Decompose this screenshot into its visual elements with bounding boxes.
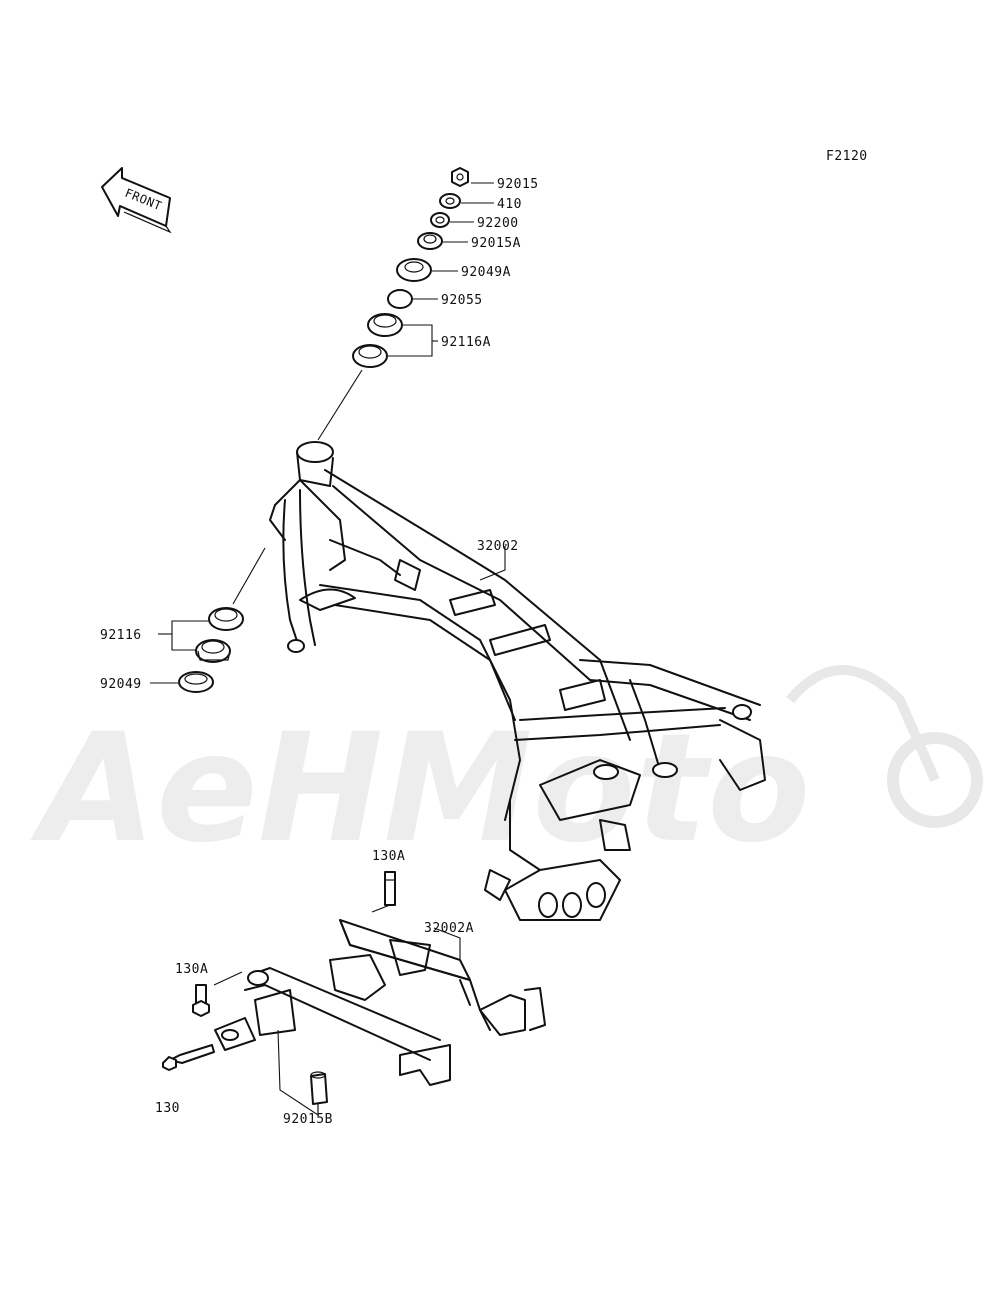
part-labels: 92015 410 92200 92015A 92049A 92055 9211… <box>100 177 539 1127</box>
main-frame <box>269 441 766 921</box>
label-92015B: 92015B <box>283 1112 333 1127</box>
label-92055: 92055 <box>441 293 483 308</box>
o-ring-icon <box>387 289 413 309</box>
label-32002: 32002 <box>477 539 519 554</box>
washer-small-icon <box>430 212 450 228</box>
lower-bearing-icon <box>195 639 231 663</box>
label-92116A: 92116A <box>441 335 491 350</box>
sub-frame <box>162 871 546 1117</box>
label-92049: 92049 <box>100 677 142 692</box>
label-130: 130 <box>155 1101 180 1116</box>
frame-leader <box>479 546 506 581</box>
lower-seal-icon <box>178 671 214 693</box>
lower-race-icon <box>208 607 244 631</box>
nut-icon <box>451 167 469 187</box>
label-130A-top: 130A <box>372 849 405 864</box>
race-icon <box>352 344 388 368</box>
label-32002A: 32002A <box>424 921 474 936</box>
front-arrow-icon: FRONT <box>101 167 172 234</box>
label-92049A: 92049A <box>461 265 511 280</box>
head-stack <box>317 167 469 441</box>
label-92200: 92200 <box>477 216 519 231</box>
label-130A-left: 130A <box>175 962 208 977</box>
bearing-icon <box>367 313 403 337</box>
label-92116: 92116 <box>100 628 142 643</box>
watermark: AeHMoto <box>30 665 983 876</box>
locknut-icon <box>417 232 443 250</box>
watermark-text: AeHMoto <box>30 702 810 876</box>
lower-bearing-set <box>150 547 266 693</box>
label-410: 410 <box>497 197 522 212</box>
figure-code: F2120 <box>826 149 868 164</box>
washer-icon <box>439 193 461 209</box>
head-stack-leaders <box>388 182 494 357</box>
label-92015: 92015 <box>497 177 539 192</box>
label-92015A: 92015A <box>471 236 521 251</box>
